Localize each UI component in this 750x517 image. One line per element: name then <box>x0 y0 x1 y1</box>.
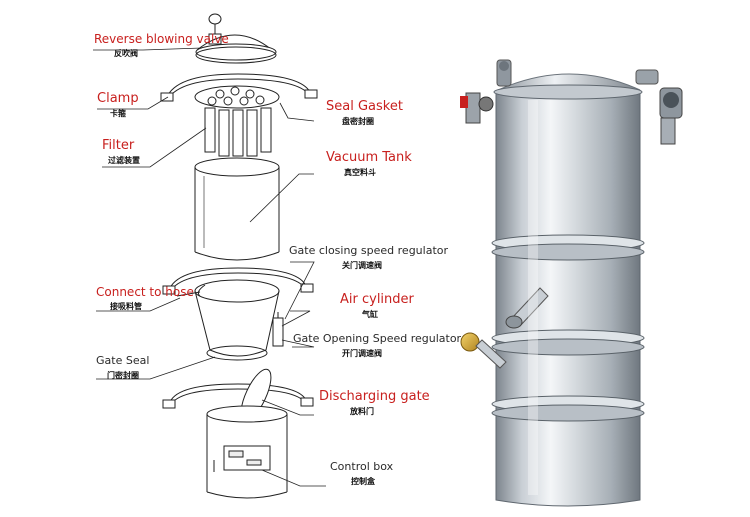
label-filter: Filter <box>102 138 135 153</box>
label-connect-to-hose-cn: 接吸料管 <box>110 302 142 311</box>
label-filter-cn: 过滤装置 <box>108 156 140 165</box>
clamp-drawing-1 <box>160 73 318 102</box>
reverse-blowing-valve-drawing <box>195 13 277 64</box>
label-seal-gasket-cn: 盘密封圈 <box>342 117 374 126</box>
label-gate-seal-cn: 门密封圈 <box>107 371 139 380</box>
label-gate-seal: Gate Seal <box>96 354 150 367</box>
hopper-drawing <box>176 279 284 361</box>
label-seal-gasket: Seal Gasket <box>326 99 403 114</box>
label-gate-opening-speed-regulator: Gate Opening Speed regulator <box>293 332 462 345</box>
vacuum-tank-drawing <box>194 157 280 261</box>
label-air-cylinder: Air cylinder <box>340 292 414 307</box>
label-connect-to-hose: Connect to hose <box>96 285 194 299</box>
label-control-box: Control box <box>330 460 394 473</box>
label-gate-opening-speed-regulator-cn: 开门调速阀 <box>342 349 382 358</box>
label-air-cylinder-cn: 气缸 <box>362 310 378 319</box>
label-clamp-cn: 卡箍 <box>110 109 126 118</box>
leader-lines <box>93 47 326 487</box>
exploded-view <box>93 13 326 499</box>
label-discharging-gate-cn: 放料门 <box>350 407 374 416</box>
label-control-box-cn: 控制盒 <box>351 477 375 486</box>
label-gate-closing-speed-regulator-cn: 关门调速阀 <box>342 261 382 270</box>
gate-seal-drawing <box>162 383 314 409</box>
label-reverse-blowing-valve: Reverse blowing valve <box>94 32 229 46</box>
label-vacuum-tank: Vacuum Tank <box>326 150 412 165</box>
label-vacuum-tank-cn: 真空料斗 <box>344 168 376 177</box>
label-clamp: Clamp <box>97 91 139 106</box>
clamp-drawing-2 <box>162 267 314 295</box>
label-gate-closing-speed-regulator: Gate closing speed regulator <box>289 244 449 257</box>
product-photo <box>460 59 683 507</box>
bottom-body-drawing <box>206 405 288 499</box>
label-reverse-blowing-valve-cn: 反吹阀 <box>114 49 138 58</box>
label-discharging-gate: Discharging gate <box>319 389 430 404</box>
filter-drawing <box>194 85 280 157</box>
